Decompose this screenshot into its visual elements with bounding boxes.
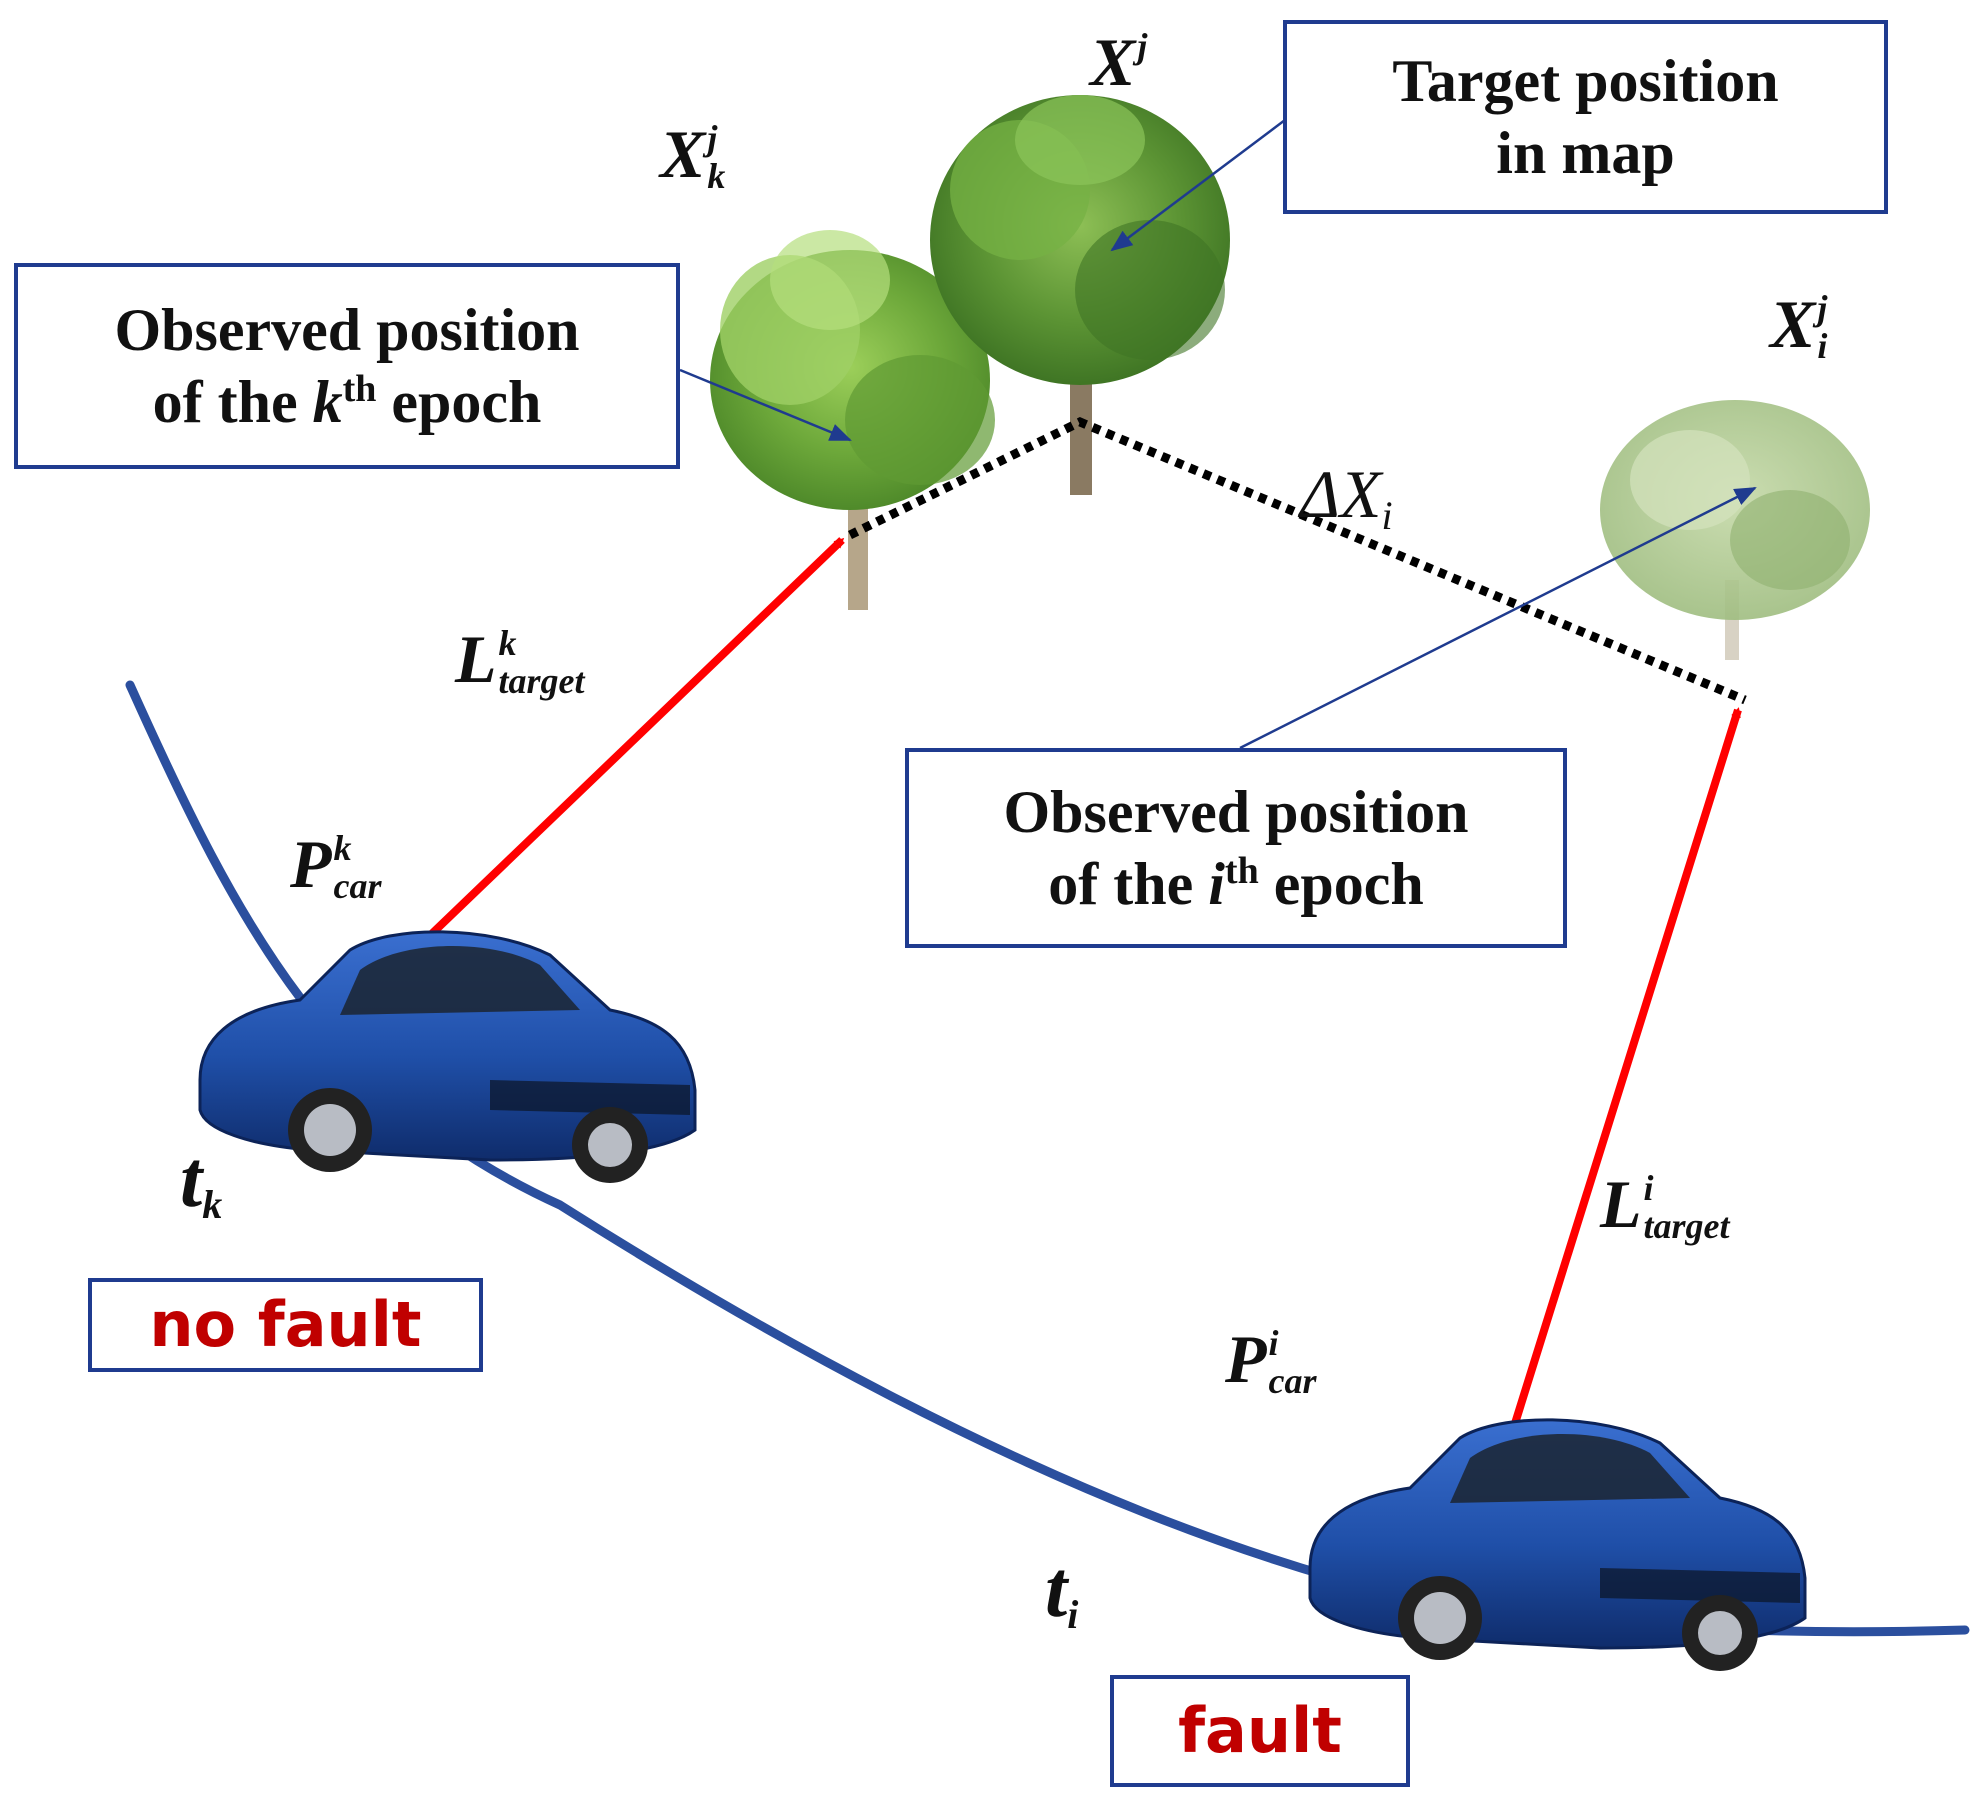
tk-sub: k <box>202 1182 223 1227</box>
obs-k-sup: th <box>342 368 377 410</box>
target-box-line2: in map <box>1496 120 1675 186</box>
Xij-sup: j <box>1817 288 1828 328</box>
car-k-icon <box>198 930 697 1183</box>
obs-k-line1: Observed position <box>114 297 580 363</box>
obs-k-pre: of the <box>152 369 313 435</box>
Pk-sub: car <box>333 865 382 906</box>
pointer-obs-i <box>1239 486 1757 750</box>
Xij-base: X <box>1770 286 1816 362</box>
observed-tree-i-icon <box>1600 400 1870 660</box>
los-arrow-k <box>365 537 845 998</box>
dXi-sub: i <box>1381 493 1393 538</box>
car-i-icon <box>1308 1418 1807 1671</box>
observed-k-box: Observed position of the kth epoch <box>14 263 680 469</box>
Pi-base: P <box>1225 1321 1267 1397</box>
Lk-base: L <box>455 621 497 697</box>
Xkj-sup: j <box>707 118 718 158</box>
dXi-base: ΔX <box>1300 456 1382 532</box>
target-box-line1: Target position <box>1392 48 1779 114</box>
Li-sub: target <box>1643 1205 1730 1246</box>
Li-base: L <box>1600 1166 1642 1242</box>
los-arrow-i <box>1498 707 1742 1467</box>
symbol-delta-Xi: ΔXi <box>1300 460 1393 536</box>
Pi-sub: car <box>1268 1360 1317 1401</box>
delta-x-dotted-line <box>848 417 1747 705</box>
obs-i-line1: Observed position <box>1003 779 1469 845</box>
no-fault-label: no fault <box>88 1278 483 1372</box>
pointer-obs-k <box>679 368 852 442</box>
Lk-sub: target <box>498 660 585 701</box>
map-tree-icon <box>930 95 1230 495</box>
Lk-sup: k <box>498 623 517 663</box>
Xkj-base: X <box>660 116 706 192</box>
symbol-tk: tk <box>180 1140 222 1225</box>
tk-base: t <box>180 1136 203 1224</box>
symbol-ti: ti <box>1045 1550 1078 1635</box>
obs-k-var: k <box>312 369 343 435</box>
obs-i-sup: th <box>1224 850 1259 892</box>
obs-i-line2: of the ith epoch <box>1048 848 1423 920</box>
ti-sub: i <box>1067 1592 1079 1637</box>
pointer-target <box>1110 119 1286 252</box>
Xj-base: X <box>1090 24 1136 100</box>
Xij-sub: i <box>1817 325 1828 366</box>
Pi-sup: i <box>1268 1323 1279 1363</box>
fault-label: fault <box>1110 1675 1410 1787</box>
Xj-sup: j <box>1137 26 1148 66</box>
Pk-base: P <box>290 826 332 902</box>
observed-i-box: Observed position of the ith epoch <box>905 748 1567 948</box>
obs-k-line2: of the kth epoch <box>153 366 542 438</box>
Pk-sup: k <box>333 828 352 868</box>
target-position-box: Target position in map <box>1283 20 1888 214</box>
obs-i-post: epoch <box>1258 851 1424 917</box>
Xkj-sub: k <box>707 155 726 196</box>
obs-i-var: i <box>1208 851 1225 917</box>
obs-k-post: epoch <box>376 369 542 435</box>
obs-i-pre: of the <box>1048 851 1209 917</box>
Li-sup: i <box>1643 1168 1654 1208</box>
ti-base: t <box>1045 1546 1068 1634</box>
observed-tree-k-icon <box>710 230 995 610</box>
